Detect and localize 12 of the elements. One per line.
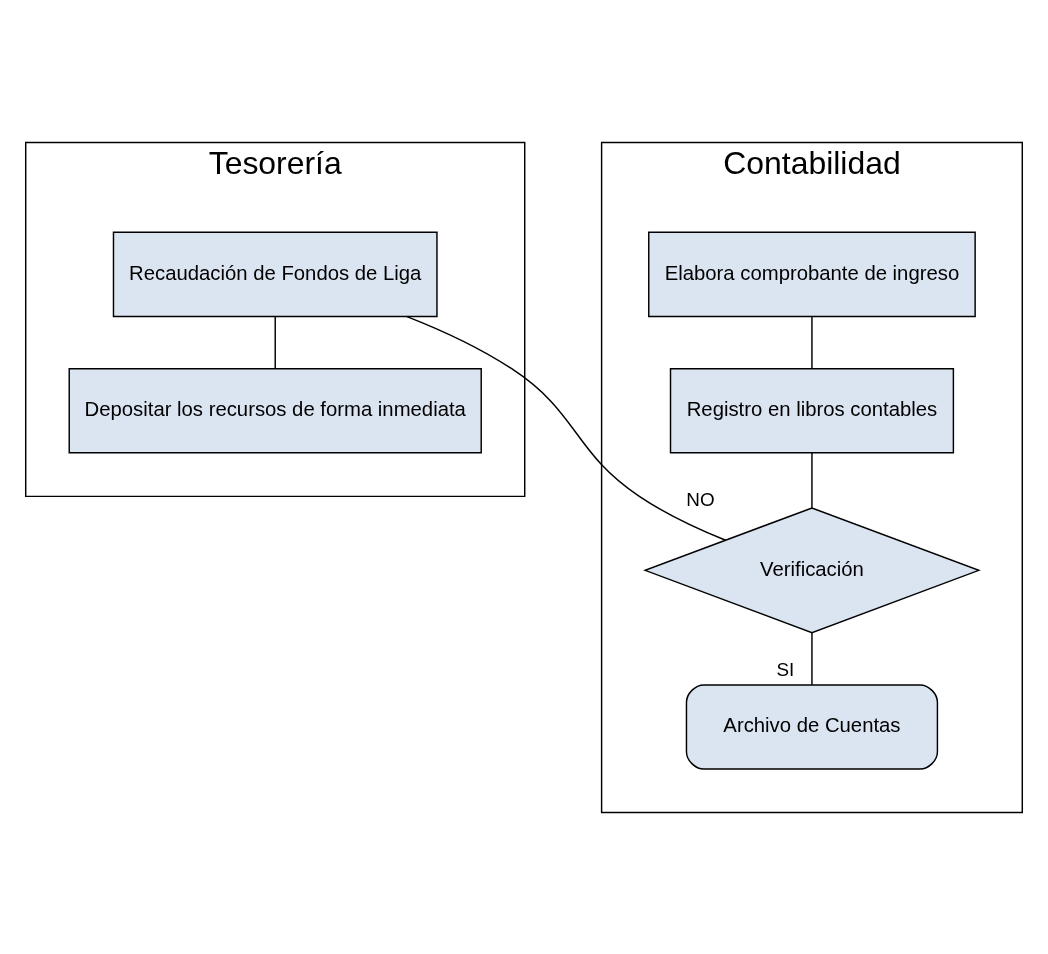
- connector: [811, 315, 813, 369]
- node-box: Registro en libros contables: [669, 367, 955, 454]
- connector: [406, 315, 727, 541]
- node-box: Depositar los recursos de forma inmediata: [68, 367, 482, 454]
- connector: [811, 451, 813, 508]
- node-box: Recaudación de Fondos de Liga: [112, 231, 438, 317]
- node-box: Elabora comprobante de ingreso: [648, 231, 976, 317]
- node-diamond: Verificación: [643, 506, 981, 633]
- connector: [274, 315, 276, 369]
- edge-label: SI: [776, 658, 795, 680]
- connector: [811, 631, 813, 686]
- node-box: Archivo de Cuentas: [685, 683, 939, 770]
